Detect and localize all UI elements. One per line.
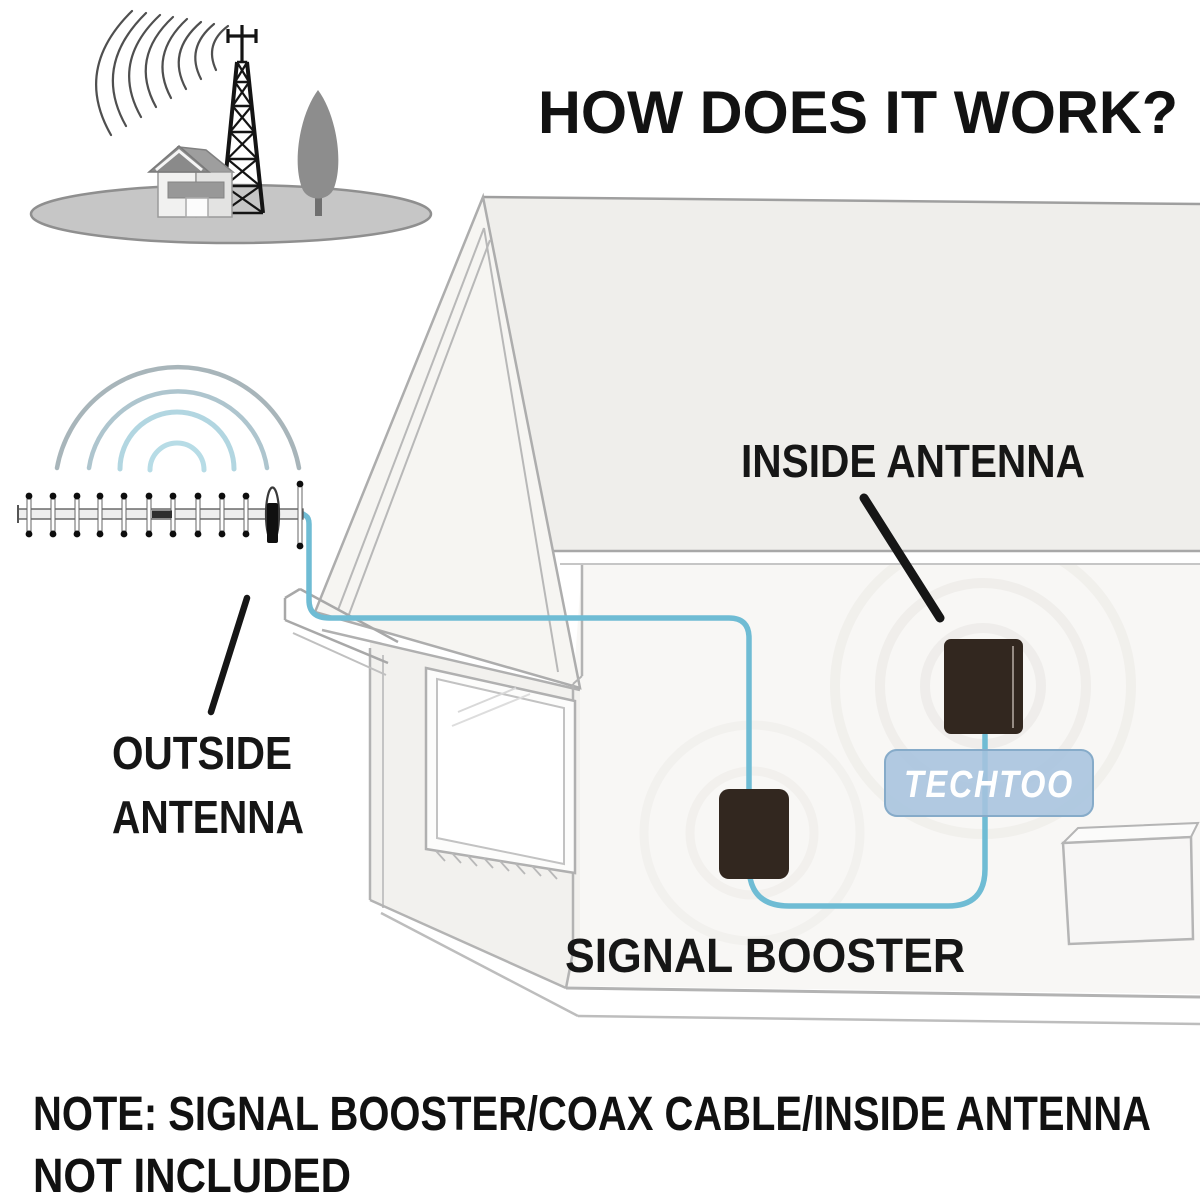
note-line2: NOT INCLUDED	[33, 1150, 351, 1200]
signal-booster-label: SIGNAL BOOSTER	[565, 930, 965, 983]
small-house-icon	[146, 145, 236, 218]
inside-antenna-box	[944, 639, 1023, 734]
reflector-element	[296, 480, 304, 550]
signal-booster-box	[719, 789, 789, 879]
gable	[313, 192, 582, 690]
page-title: HOW DOES IT WORK?	[538, 79, 1178, 146]
outdoor-signal-waves-icon	[54, 364, 302, 473]
tree-icon	[297, 90, 339, 216]
yagi-antenna-icon	[17, 480, 304, 550]
inside-antenna-leader-line	[859, 493, 945, 623]
roof	[483, 197, 1200, 551]
outside-antenna-leader-line	[207, 594, 251, 716]
coax-cable-line	[300, 511, 988, 909]
floor-lines	[369, 898, 1200, 1026]
planter-box	[1060, 821, 1200, 946]
yagi-elements	[25, 492, 250, 538]
outside-antenna-label-line2: ANTENNA	[112, 791, 304, 843]
note-line1: NOTE: SIGNAL BOOSTER/COAX CABLE/INSIDE A…	[33, 1088, 1151, 1141]
techtoo-logo-text: TECHTOO	[904, 764, 1074, 806]
inside-antenna-label: INSIDE ANTENNA	[741, 435, 1085, 487]
window	[424, 666, 577, 880]
dipole-feed	[267, 503, 278, 543]
outside-antenna-label-line1: OUTSIDE	[112, 727, 292, 779]
tower-signal-waves-icon	[95, 9, 230, 137]
antenna-brand-sticker	[152, 510, 172, 518]
techtoo-logo: TECHTOO	[884, 749, 1094, 817]
house-diagram	[283, 192, 1200, 1026]
cell-tower-scene	[29, 9, 433, 245]
